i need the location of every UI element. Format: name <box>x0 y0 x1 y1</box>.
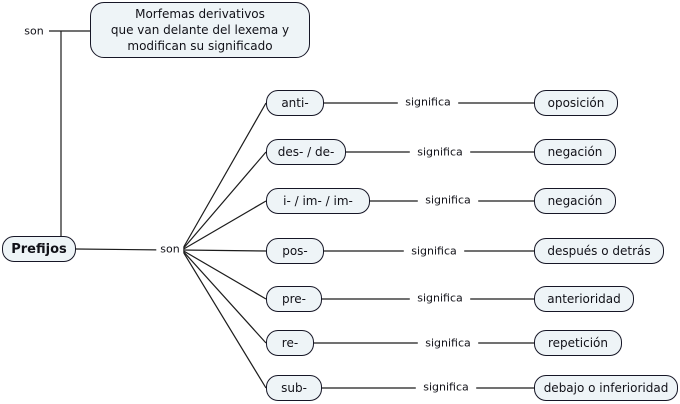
prefix-node-label: des- / de- <box>277 144 335 159</box>
meaning-node-label: después o detrás <box>547 243 651 258</box>
prefix-node-label: sub- <box>281 380 307 395</box>
relation-label-significa: significa <box>401 95 455 109</box>
edge-root-to-hub <box>75 248 169 251</box>
meaning-node[interactable]: debajo o inferioridad <box>534 375 678 401</box>
prefix-node[interactable]: re- <box>266 330 314 356</box>
meaning-node-label: repetición <box>548 335 608 350</box>
prefix-node-label: pre- <box>282 291 306 306</box>
meaning-node-label: anterioridad <box>547 291 621 306</box>
prefix-node-label: anti- <box>281 95 309 110</box>
relation-label-significa: significa <box>407 244 461 258</box>
root-node-prefijos[interactable]: Prefijos <box>2 236 76 262</box>
prefix-node[interactable]: sub- <box>266 375 322 401</box>
meaning-node-label: oposición <box>547 95 605 110</box>
relation-label-significa: significa <box>419 380 473 394</box>
prefix-node-label: pos- <box>282 243 308 258</box>
prefix-node[interactable]: des- / de- <box>266 139 346 165</box>
prefix-node[interactable]: i- / im- / im- <box>266 188 370 214</box>
edge-hub-to-prefix-1 <box>181 151 267 251</box>
prefix-node-label: re- <box>281 335 299 350</box>
prefix-node[interactable]: anti- <box>266 90 324 116</box>
meaning-node[interactable]: oposición <box>534 90 618 116</box>
relation-label-significa: significa <box>421 193 475 207</box>
relation-label-significa: significa <box>421 336 475 350</box>
meaning-node-label: debajo o inferioridad <box>543 380 669 395</box>
edge-hub-to-prefix-6 <box>181 249 267 389</box>
meaning-node[interactable]: negación <box>534 188 616 214</box>
edge-hub-to-prefix-0 <box>181 102 267 251</box>
edge-hub-to-prefix-2 <box>181 200 267 251</box>
relation-label-significa: significa <box>413 291 467 305</box>
meaning-node[interactable]: anterioridad <box>534 286 634 312</box>
meaning-node[interactable]: repetición <box>534 330 622 356</box>
root-node-label: Prefijos <box>11 241 67 257</box>
prefix-node[interactable]: pre- <box>266 286 322 312</box>
meaning-node-label: negación <box>547 144 603 159</box>
prefix-node-label: i- / im- / im- <box>283 193 353 208</box>
connector-label-son-top: son <box>20 24 48 38</box>
edge-hub-to-prefix-3 <box>181 249 267 252</box>
meaning-node-label: negación <box>547 193 603 208</box>
connector-label-son-hub: son <box>156 242 184 256</box>
meaning-node[interactable]: negación <box>534 139 616 165</box>
relation-label-significa: significa <box>413 145 467 159</box>
edge-hub-to-prefix-4 <box>181 249 267 300</box>
edge-hub-to-prefix-5 <box>181 249 267 344</box>
meaning-node[interactable]: después o detrás <box>534 238 664 264</box>
prefix-node[interactable]: pos- <box>266 238 324 264</box>
